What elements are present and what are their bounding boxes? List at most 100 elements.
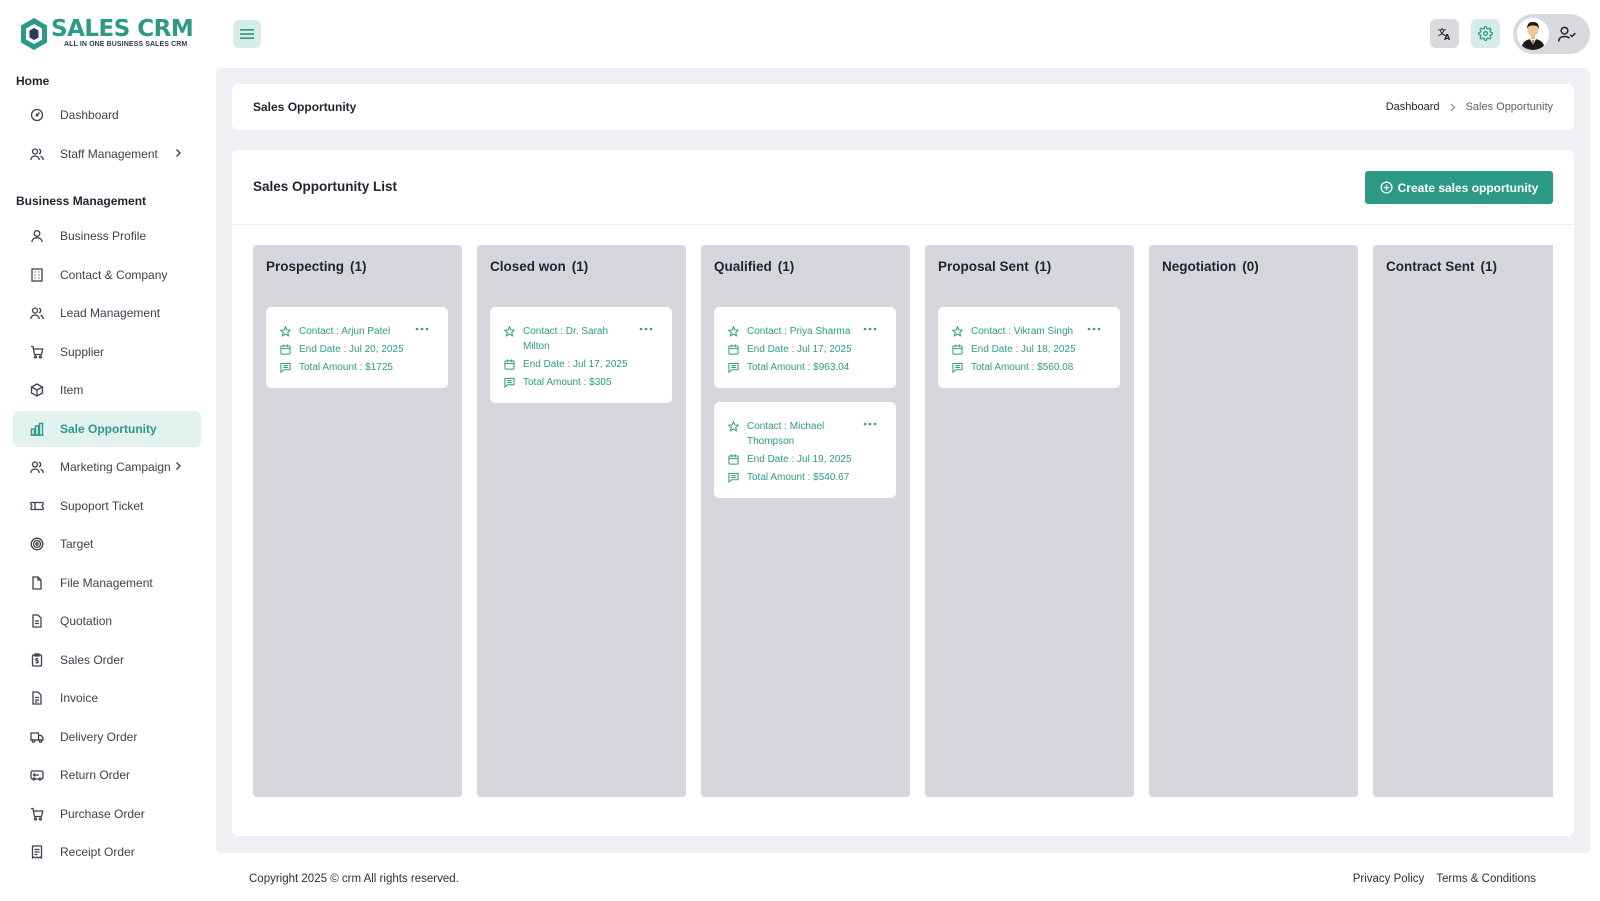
kanban-column-contract-sent: Contract Sent (1) bbox=[1373, 245, 1553, 797]
invoice-icon bbox=[30, 691, 44, 705]
opportunity-card[interactable]: Contact : Dr. Sarah Milton End Date : Ju… bbox=[490, 307, 672, 403]
more-options-icon[interactable] bbox=[1087, 326, 1101, 332]
card-end-date: End Date : Jul 18, 2025 bbox=[952, 342, 1092, 357]
sidebar-item-label: Dashboard bbox=[60, 108, 119, 122]
sidebar-item-lead-management[interactable]: Lead Management bbox=[13, 295, 201, 331]
column-count: (1) bbox=[571, 259, 589, 274]
card-contact: Contact : Michael Thompson bbox=[728, 419, 846, 449]
sidebar-item-staff-management[interactable]: Staff Management bbox=[13, 136, 201, 172]
sidebar-item-support-ticket[interactable]: Supoport Ticket bbox=[13, 488, 201, 524]
footer-links: Privacy Policy Terms & Conditions bbox=[1353, 873, 1536, 885]
sidebar-item-label: Marketing Campaign bbox=[60, 460, 171, 474]
more-options-icon[interactable] bbox=[863, 421, 877, 427]
brand-logo[interactable]: SALES CRM ALL IN ONE BUSINESS SALES CRM bbox=[19, 15, 199, 55]
column-name: Closed won bbox=[490, 259, 566, 274]
sidebar-item-return-order[interactable]: Return Order bbox=[13, 757, 201, 793]
chevron-right-icon bbox=[176, 149, 181, 157]
column-name: Negotiation bbox=[1162, 259, 1237, 274]
message-icon bbox=[504, 375, 516, 390]
sidebar-item-label: Receipt Order bbox=[60, 845, 135, 859]
sidebar-item-purchase-order[interactable]: Purchase Order bbox=[13, 796, 201, 832]
sidebar-item-label: Invoice bbox=[60, 691, 99, 705]
kanban-column-closed-won: Closed won (1) Contact : Dr. Sarah Milton… bbox=[477, 245, 686, 797]
column-count: (0) bbox=[1242, 259, 1259, 274]
sidebar-item-invoice[interactable]: Invoice bbox=[13, 680, 201, 716]
column-name: Prospecting bbox=[266, 259, 345, 274]
menu-toggle-button[interactable] bbox=[233, 20, 261, 48]
sidebar-item-sales-order[interactable]: Sales Order bbox=[13, 642, 201, 678]
opportunity-list-card: Sales Opportunity List Create sales oppo… bbox=[232, 150, 1574, 836]
sidebar-item-file-management[interactable]: File Management bbox=[13, 565, 201, 601]
profile-menu[interactable] bbox=[1513, 14, 1590, 54]
user-icon bbox=[30, 229, 44, 243]
bar-chart-icon bbox=[30, 422, 44, 436]
star-icon bbox=[728, 324, 740, 339]
star-icon bbox=[504, 324, 516, 339]
sidebar-item-receipt-order[interactable]: Receipt Order bbox=[13, 834, 201, 870]
opportunity-card[interactable]: Contact : Michael Thompson End Date : Ju… bbox=[714, 402, 896, 498]
cart-icon bbox=[30, 807, 44, 821]
sidebar-item-quotation[interactable]: Quotation bbox=[13, 603, 201, 639]
message-icon bbox=[952, 360, 964, 375]
opportunity-card[interactable]: Contact : Vikram Singh End Date : Jul 18… bbox=[938, 307, 1120, 388]
column-header: Contract Sent (1) bbox=[1386, 259, 1497, 274]
more-options-icon[interactable] bbox=[863, 326, 877, 332]
box-icon bbox=[30, 383, 44, 397]
opportunity-card[interactable]: Contact : Priya Sharma End Date : Jul 17… bbox=[714, 307, 896, 388]
card-contact: Contact : Vikram Singh bbox=[952, 324, 1092, 339]
sidebar-item-label: Quotation bbox=[60, 614, 113, 628]
more-options-icon[interactable] bbox=[415, 326, 429, 332]
sidebar-item-label: Sale Opportunity bbox=[60, 422, 157, 436]
kanban-column-negotiation: Negotiation (0) bbox=[1149, 245, 1358, 797]
return-icon bbox=[30, 768, 44, 782]
breadcrumb-dashboard-link[interactable]: Dashboard bbox=[1385, 101, 1440, 113]
sidebar-item-label: Staff Management bbox=[60, 147, 158, 161]
privacy-policy-link[interactable]: Privacy Policy bbox=[1352, 873, 1425, 885]
column-count: (1) bbox=[1480, 259, 1498, 274]
sidebar-item-dashboard[interactable]: Dashboard bbox=[13, 97, 201, 133]
sidebar-item-label: Sales Order bbox=[60, 653, 125, 667]
footer-copyright: Copyright 2025 © crm All rights reserved… bbox=[249, 873, 459, 885]
sidebar-item-sale-opportunity[interactable]: Sale Opportunity bbox=[13, 411, 201, 447]
message-icon bbox=[728, 360, 740, 375]
user-check-icon bbox=[1557, 26, 1576, 42]
create-sales-opportunity-button[interactable]: Create sales opportunity bbox=[1365, 171, 1553, 204]
sidebar-item-label: Contact & Company bbox=[60, 268, 168, 282]
svg-text:文: 文 bbox=[1438, 27, 1447, 37]
column-count: (1) bbox=[350, 259, 367, 274]
sidebar-item-business-profile[interactable]: Business Profile bbox=[13, 218, 201, 254]
document-icon bbox=[30, 614, 44, 628]
language-button[interactable]: 文 A bbox=[1430, 19, 1459, 48]
breadcrumb: Dashboard Sales Opportunity bbox=[1386, 101, 1553, 113]
sidebar-item-item[interactable]: Item bbox=[13, 372, 201, 408]
opportunity-card[interactable]: Contact : Arjun Patel End Date : Jul 20,… bbox=[266, 307, 448, 388]
users-icon bbox=[30, 147, 44, 161]
sidebar-item-delivery-order[interactable]: Delivery Order bbox=[13, 719, 201, 755]
sidebar-item-supplier[interactable]: Supplier bbox=[13, 334, 201, 370]
top-bar: SALES CRM ALL IN ONE BUSINESS SALES CRM … bbox=[0, 0, 1600, 66]
sidebar-item-label: Supoport Ticket bbox=[60, 499, 144, 513]
translate-icon: 文 A bbox=[1438, 27, 1451, 41]
sidebar-item-marketing-campaign[interactable]: Marketing Campaign bbox=[13, 449, 201, 485]
card-amount: Total Amount : $305 bbox=[504, 375, 644, 390]
column-name: Contract Sent bbox=[1386, 259, 1475, 274]
truck-icon bbox=[30, 730, 44, 744]
file-icon bbox=[30, 576, 44, 590]
sidebar-item-label: Return Order bbox=[60, 768, 131, 782]
terms-conditions-link[interactable]: Terms & Conditions bbox=[1436, 873, 1536, 885]
sidebar-item-contact-company[interactable]: Contact & Company bbox=[13, 257, 201, 293]
message-icon bbox=[728, 470, 740, 485]
column-name: Qualified bbox=[714, 259, 772, 274]
receipt-icon bbox=[30, 845, 44, 859]
sidebar-item-label: Purchase Order bbox=[60, 807, 145, 821]
settings-button[interactable] bbox=[1471, 19, 1500, 48]
column-header: Closed won (1) bbox=[490, 259, 588, 274]
plus-circle-icon bbox=[1380, 181, 1393, 194]
list-title: Sales Opportunity List bbox=[253, 179, 398, 194]
card-end-date: End Date : Jul 17, 2025 bbox=[504, 357, 644, 372]
chevron-right-icon bbox=[1450, 103, 1456, 112]
brand-tagline: ALL IN ONE BUSINESS SALES CRM bbox=[64, 41, 188, 48]
sidebar-item-label: Delivery Order bbox=[60, 730, 138, 744]
more-options-icon[interactable] bbox=[639, 326, 653, 332]
sidebar-item-target[interactable]: Target bbox=[13, 526, 201, 562]
